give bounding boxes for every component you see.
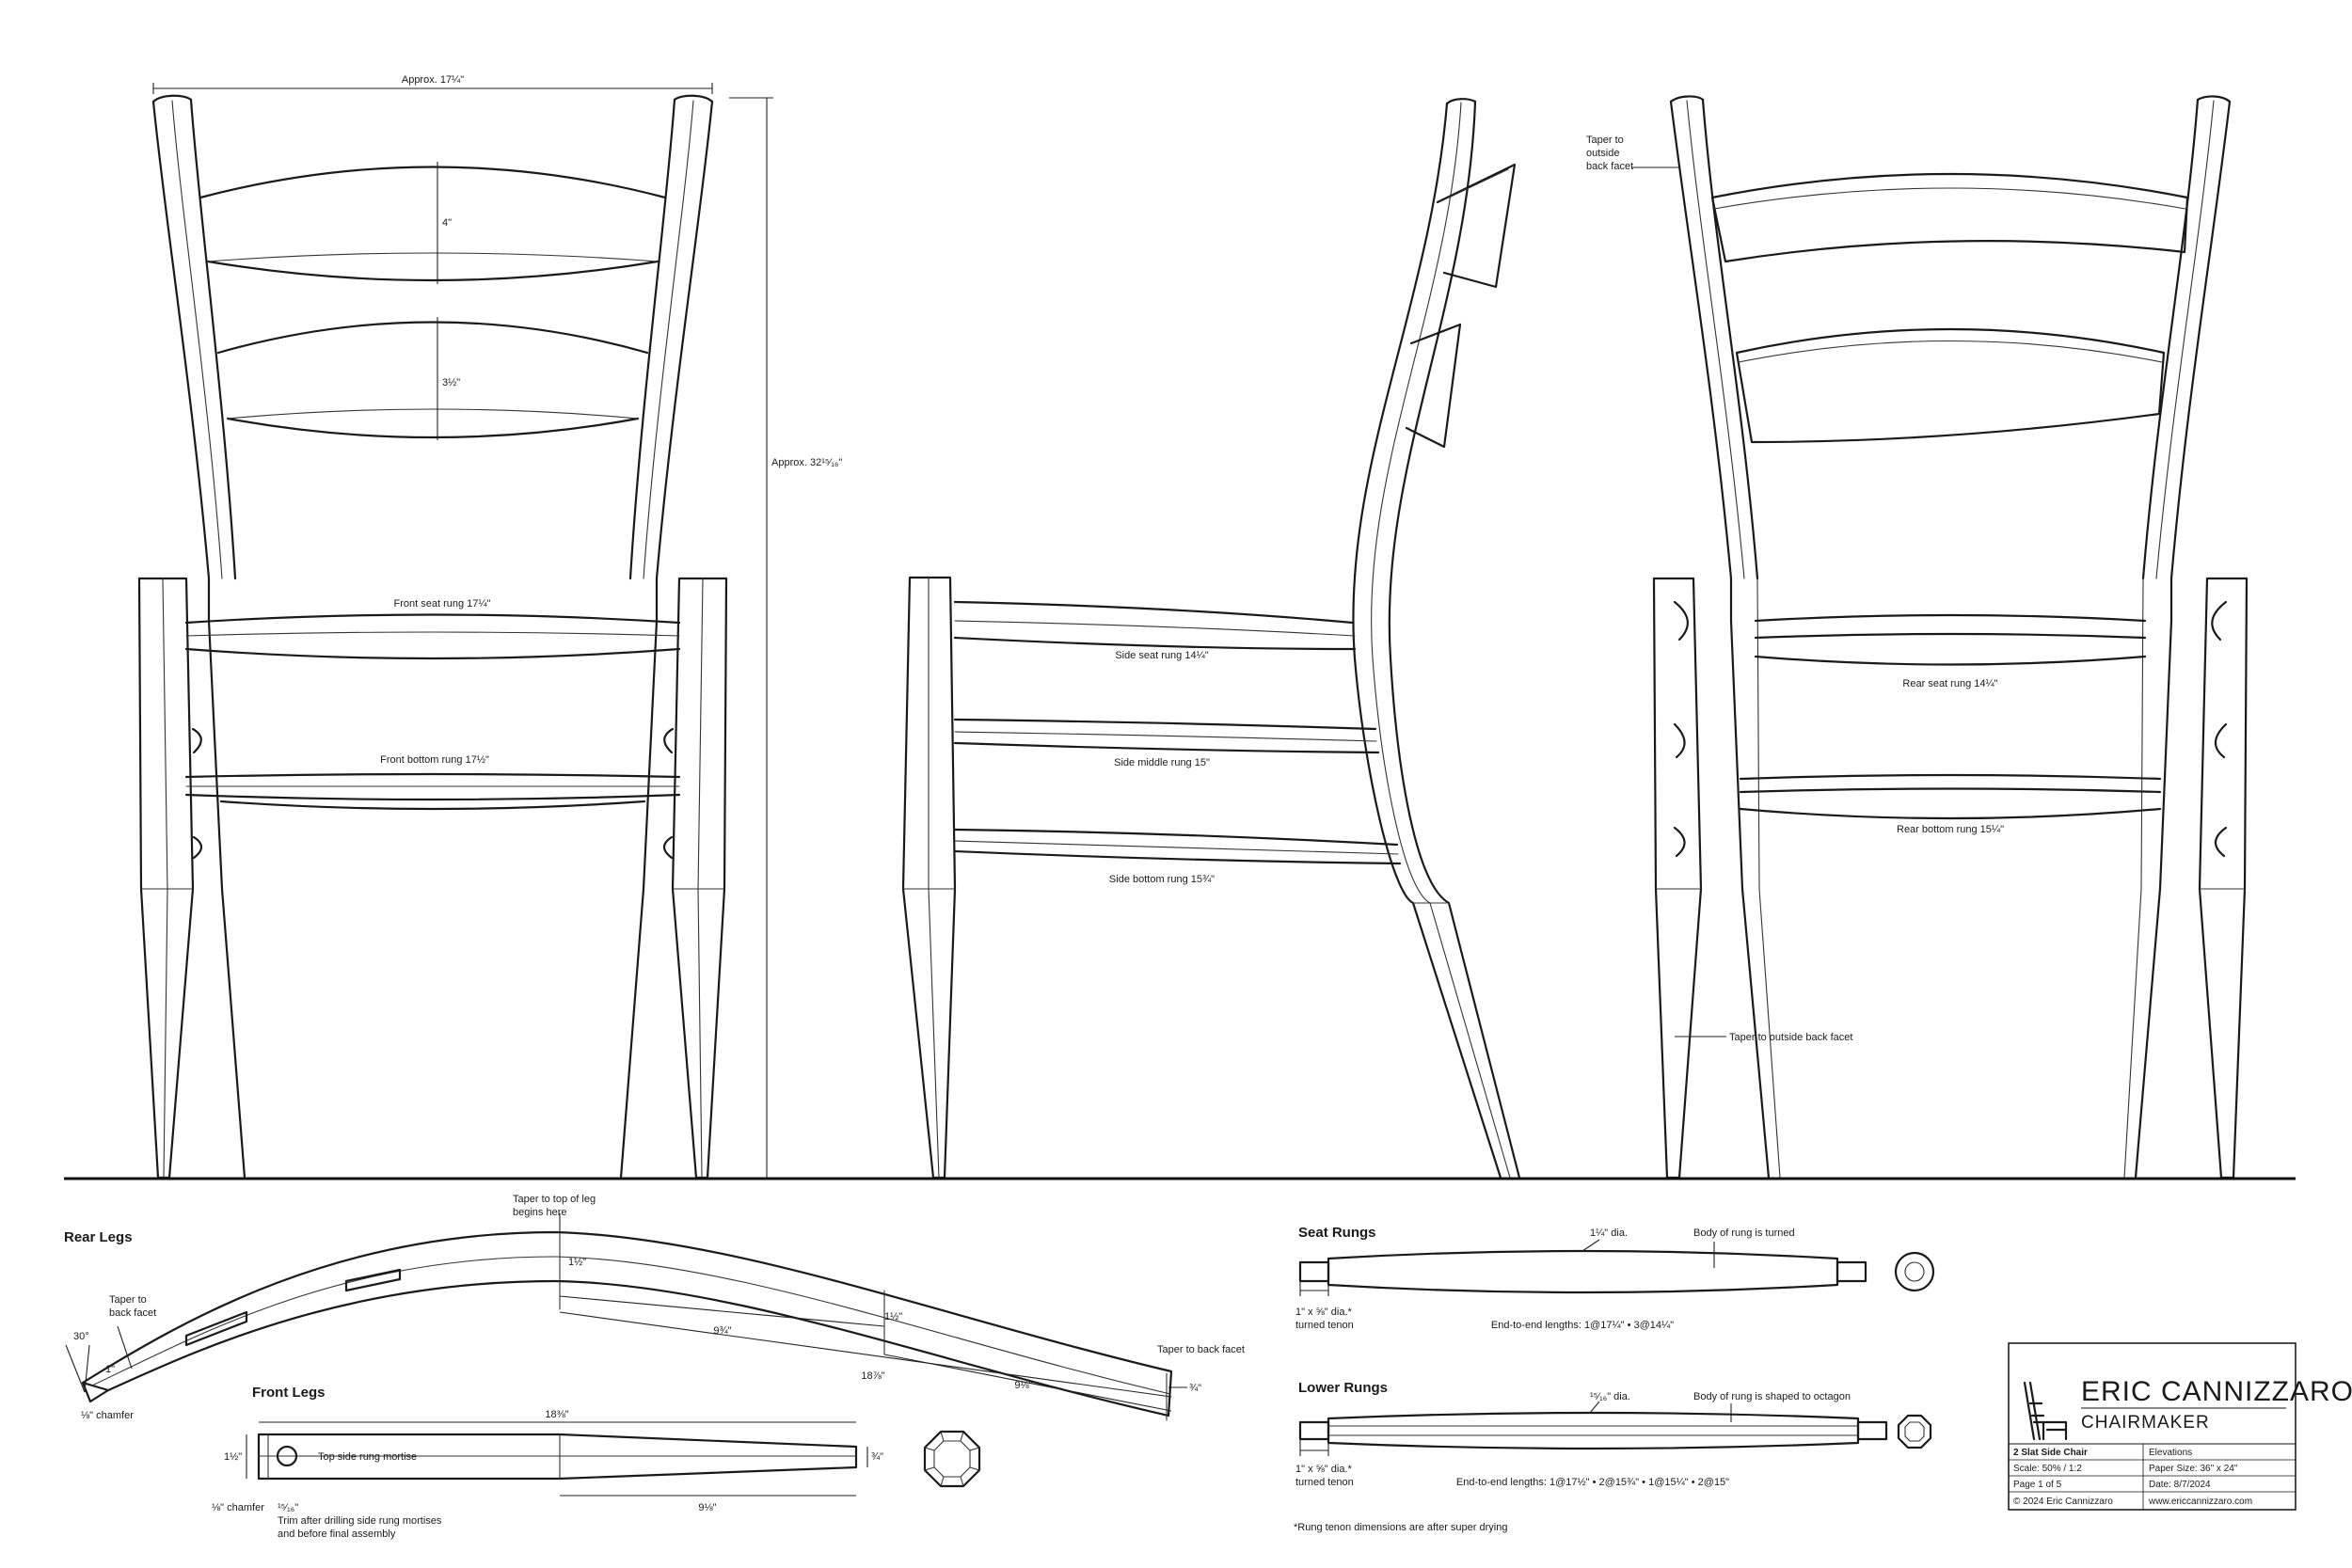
front-leg-mortise: Top side rung mortise <box>318 1451 417 1463</box>
lower-rung-dia: ¹⁵⁄₁₆" dia. <box>1590 1391 1630 1402</box>
front-elevation: Approx. 17¼" 4" 3½" Approx. 32¹⁵⁄₁₆" Fro… <box>137 74 842 1180</box>
side-elevation: Side seat rung 14¼" Side middle rung 15"… <box>901 98 1521 1180</box>
rear-seat-rung-label: Rear seat rung 14¼" <box>1902 678 1997 689</box>
rear-leg-taper-label: Taper to outside back facet <box>1729 1032 1852 1043</box>
front-leg-chamfer: ⅛" chamfer <box>212 1502 264 1513</box>
front-bottom-rung-label: Front bottom rung 17½" <box>380 754 489 766</box>
rear-bottom-rung-label: Rear bottom rung 15¼" <box>1897 824 2004 835</box>
date: Date: 8/7/2024 <box>2149 1480 2211 1490</box>
seat-rung-body: Body of rung is turned <box>1693 1227 1795 1239</box>
rear-leg-end-note: Taper to back facet <box>1157 1344 1245 1355</box>
front-leg-octagon-section <box>923 1430 981 1488</box>
seat-rung-lengths: End-to-end lengths: 1@17¼" • 3@14¼" <box>1491 1320 1674 1331</box>
lower-rung-octagon-section <box>1897 1414 1932 1449</box>
rear-leg-taper-top-2: begins here <box>513 1207 567 1218</box>
lower-rungs-detail: Lower Rungs ¹⁵⁄₁₆" dia. Body of rung is … <box>1295 1380 1932 1488</box>
rear-leg-chamfer: ⅛" chamfer <box>81 1410 134 1421</box>
website: www.ericcannizzaro.com <box>2148 1497 2252 1507</box>
front-leg-trim-note-1: Trim after drilling side rung mortises <box>278 1515 442 1527</box>
front-legs-detail: Front Legs 18⅜" 1½" Top side rung mortis… <box>212 1385 981 1540</box>
side-bottom-rung-label: Side bottom rung 15¾" <box>1109 874 1215 885</box>
rear-leg-length-a: 9¾" <box>713 1325 731 1337</box>
page-number: Page 1 of 5 <box>2013 1480 2062 1490</box>
seat-rung-tenon-1: 1" x ⅝" dia.* <box>1295 1307 1353 1318</box>
rear-leg-length-total: 18⅞" <box>861 1370 884 1382</box>
rear-leg-taper-top-1: Taper to top of leg <box>513 1194 596 1205</box>
front-leg-length: 18⅜" <box>545 1409 568 1420</box>
footnote: *Rung tenon dimensions are after super d… <box>1294 1522 1507 1533</box>
rear-elevation: Taper to outside back facet Rear seat ru… <box>1586 95 2249 1180</box>
front-leg-end-dim: ¾" <box>871 1451 883 1463</box>
seat-rung-tenon-2: turned tenon <box>1295 1320 1354 1331</box>
project-name: 2 Slat Side Chair <box>2013 1448 2088 1458</box>
rear-leg-angle: 30° <box>73 1331 89 1342</box>
front-leg-taper-len: 9⅛" <box>698 1502 716 1513</box>
copyright: © 2024 Eric Cannizzaro <box>2013 1497 2113 1507</box>
rear-taper-note-1: Taper to <box>1586 135 1624 146</box>
second-slat-dim: 3½" <box>442 377 460 388</box>
sheet-name: Elevations <box>2149 1448 2192 1458</box>
top-slat-dim: 4" <box>442 217 452 229</box>
overall-height-dim: Approx. 32¹⁵⁄₁₆" <box>771 457 842 468</box>
lower-rungs-title: Lower Rungs <box>1298 1380 1388 1396</box>
rear-leg-mid-dim: 1½" <box>884 1311 902 1323</box>
side-middle-rung-label: Side middle rung 15" <box>1114 757 1210 768</box>
rear-leg-end-dim: ¾" <box>1189 1383 1201 1394</box>
seat-rung-dia: 1¼" dia. <box>1590 1227 1628 1239</box>
brand-subtitle: CHAIRMAKER <box>2081 1413 2210 1433</box>
front-seat-rung-label: Front seat rung 17¼" <box>394 598 491 610</box>
front-width-dim: Approx. 17¼" <box>402 74 464 86</box>
chair-logo <box>2023 1381 2068 1441</box>
seat-rungs-detail: Seat Rungs 1¼" dia. Body of rung is turn… <box>1295 1225 1935 1331</box>
lower-rung-tenon-1: 1" x ⅝" dia.* <box>1295 1464 1353 1475</box>
lower-rung-tenon-2: turned tenon <box>1295 1477 1354 1488</box>
rear-leg-taper-back-2: back facet <box>109 1307 156 1319</box>
front-leg-offset: ¹⁵⁄₁₆" <box>278 1502 298 1513</box>
lower-rung-lengths: End-to-end lengths: 1@17½" • 2@15¾" • 1@… <box>1456 1477 1729 1488</box>
front-leg-width: 1½" <box>224 1451 242 1463</box>
front-legs-title: Front Legs <box>252 1385 326 1401</box>
lower-rung-body: Body of rung is shaped to octagon <box>1693 1391 1851 1402</box>
title-block: ERIC CANNIZZARO CHAIRMAKER 2 Slat Side C… <box>2008 1342 2352 1511</box>
rear-taper-note-2: outside <box>1586 148 1619 159</box>
brand-name: ERIC CANNIZZARO <box>2081 1376 2352 1407</box>
seat-rung-section <box>1894 1251 1935 1292</box>
seat-rungs-title: Seat Rungs <box>1298 1225 1376 1241</box>
rear-leg-taper-back-1: Taper to <box>109 1294 147 1306</box>
rear-legs-title: Rear Legs <box>64 1229 133 1245</box>
rear-leg-small-dim: 1" <box>105 1364 115 1375</box>
front-leg-trim-note-2: and before final assembly <box>278 1528 396 1540</box>
paper-size: Paper Size: 36" x 24" <box>2149 1464 2238 1474</box>
rear-legs-detail: Rear Legs Taper to top of leg begins her… <box>64 1194 1245 1421</box>
rear-leg-length-b: 9⅛" <box>1014 1380 1032 1391</box>
rear-leg-thickness: 1½" <box>568 1257 586 1268</box>
scale: Scale: 50% / 1:2 <box>2013 1464 2082 1474</box>
side-seat-rung-label: Side seat rung 14¼" <box>1115 650 1208 661</box>
rear-taper-note-3: back facet <box>1586 161 1633 172</box>
